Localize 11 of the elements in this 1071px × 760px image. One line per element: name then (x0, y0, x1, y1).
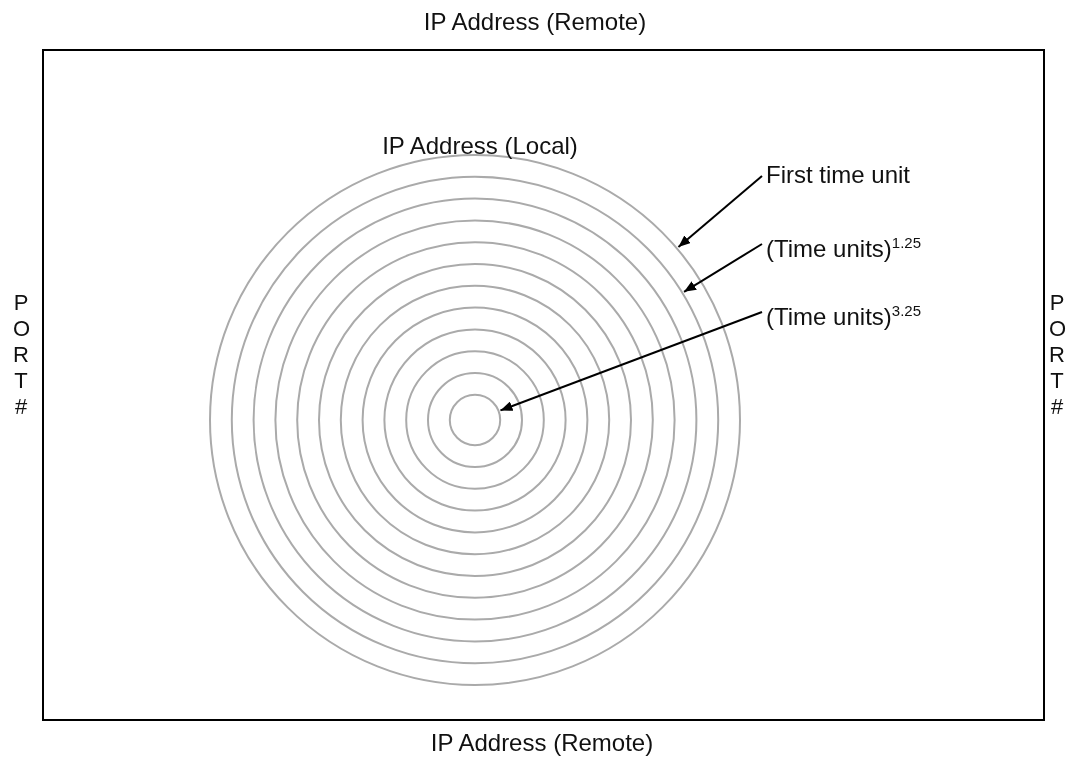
leader-arrow (683, 243, 763, 293)
callout-text: (Time units)$^{1.25}$ (766, 229, 921, 263)
axis-label: PORT # (13, 290, 29, 420)
axis-label: PORT # (1049, 290, 1065, 420)
leader-arrow (499, 311, 763, 412)
axis-label: IP Address (Remote) (430, 729, 654, 757)
axis-label: IP Address (Local) (382, 132, 578, 160)
axis-label: IP Address (Remote) (423, 8, 647, 36)
callout-text: First time unit (766, 161, 911, 189)
leader-arrow (677, 175, 763, 249)
callout-text: (Time units)$^{3.25}$ (766, 297, 921, 331)
